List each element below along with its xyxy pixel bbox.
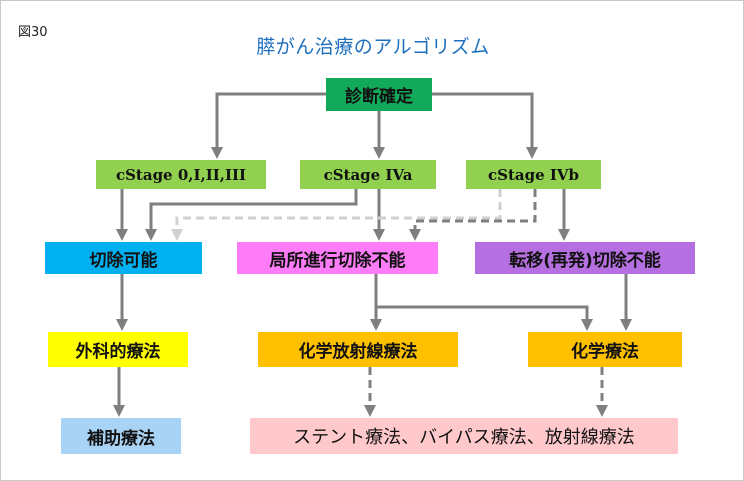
- node-stage-4a: cStage IVa: [300, 160, 436, 189]
- node-palliative: ステント療法、バイパス療法、放射線療法: [250, 418, 678, 454]
- node-surgery: 外科的療法: [48, 332, 188, 367]
- node-metastatic: 転移(再発)切除不能: [475, 242, 695, 274]
- arrow-stage-4b-to-locally-advanced: [409, 189, 537, 241]
- node-diagnosis: 診断確定: [326, 78, 432, 111]
- node-resectable: 切除可能: [45, 242, 202, 274]
- node-chemotherapy: 化学療法: [528, 332, 682, 367]
- diagram-title: 膵がん治療のアルゴリズム: [256, 36, 490, 58]
- arrow-diagnosis-to-stage-0-3: [211, 92, 326, 159]
- node-stage-4b: cStage IVb: [466, 160, 601, 189]
- node-adjuvant: 補助療法: [61, 418, 181, 454]
- node-stage-0-3: cStage 0,I,II,III: [96, 160, 266, 189]
- node-locally-advanced: 局所進行切除不能: [237, 242, 438, 274]
- arrow-stage-4b-to-resectable-light: [171, 189, 502, 241]
- arrow-diagnosis-to-stage-4b: [432, 92, 538, 159]
- figure-label: 図30: [18, 25, 48, 40]
- node-chemoradiotherapy: 化学放射線療法: [258, 332, 458, 367]
- arrow-locally-advanced-to-chemotherapy: [376, 305, 593, 331]
- arrow-stage-4a-to-resectable: [145, 189, 358, 241]
